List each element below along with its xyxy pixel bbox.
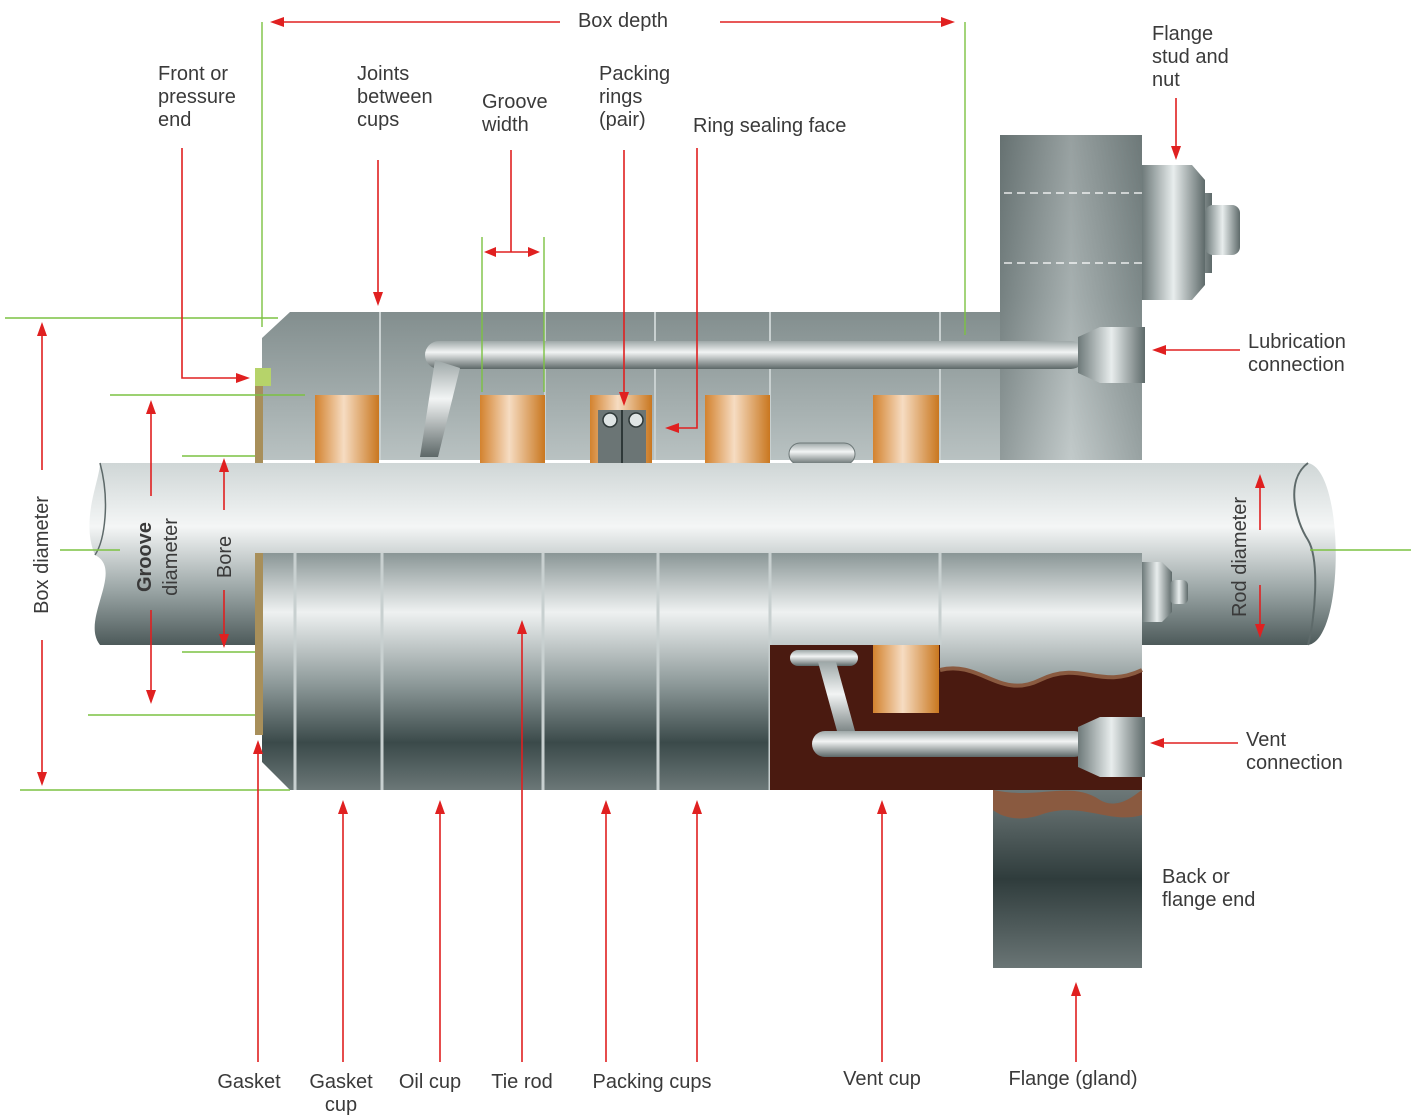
flange-stud-and-nut	[1142, 165, 1240, 300]
label-joints-2: between	[357, 86, 433, 108]
gasket-upper	[255, 385, 263, 465]
label-tie-rod: Tie rod	[491, 1071, 553, 1093]
lubrication-pipe	[420, 327, 1145, 457]
guide-lines	[5, 22, 1411, 791]
flange-gland	[993, 790, 1142, 968]
label-packing-rings-2: rings	[599, 86, 642, 108]
label-joints-1: Joints	[357, 63, 409, 85]
label-gasket-cup-1: Gasket	[309, 1071, 373, 1093]
label-oil-cup: Oil cup	[399, 1071, 461, 1093]
upper-housing	[262, 135, 1142, 460]
label-back-end-1: Back or	[1162, 866, 1230, 888]
label-joints-3: cups	[357, 109, 399, 131]
gasket-marker	[255, 368, 271, 386]
label-groove-width-1: Groove	[482, 91, 548, 113]
label-groove-diameter-1: Groove	[134, 522, 156, 592]
labels: Box depth Flange stud and nut Front or p…	[31, 10, 1346, 1116]
label-vent-connection-2: connection	[1246, 752, 1343, 774]
label-gasket-cup-2: cup	[325, 1094, 357, 1116]
label-flange-gland: Flange (gland)	[1009, 1068, 1138, 1090]
label-rod-diameter: Rod diameter	[1229, 497, 1251, 617]
label-flange-stud-2: stud and	[1152, 46, 1229, 68]
arrows	[37, 17, 1265, 1062]
label-front-end-2: pressure	[158, 86, 236, 108]
label-bore: Bore	[214, 536, 236, 578]
packing-rings-upper	[315, 395, 939, 466]
label-groove-width-2: width	[481, 114, 529, 136]
gasket-lower	[255, 553, 263, 735]
lower-stud	[1142, 562, 1188, 622]
label-flange-stud-3: nut	[1152, 69, 1180, 91]
label-groove-diameter-2: diameter	[160, 518, 182, 596]
label-flange-stud-1: Flange	[1152, 23, 1213, 45]
label-packing-rings-3: (pair)	[599, 109, 646, 131]
label-front-end-3: end	[158, 109, 191, 131]
label-gasket: Gasket	[217, 1071, 281, 1093]
label-vent-cup: Vent cup	[843, 1068, 921, 1090]
label-box-depth: Box depth	[578, 10, 668, 32]
label-packing-rings-1: Packing	[599, 63, 670, 85]
label-back-end-2: flange end	[1162, 889, 1255, 911]
label-ring-sealing-face: Ring sealing face	[693, 115, 846, 137]
vent-cup-cutaway	[770, 645, 1145, 790]
label-vent-connection-1: Vent	[1246, 729, 1286, 751]
label-packing-cups: Packing cups	[593, 1071, 712, 1093]
label-box-diameter: Box diameter	[31, 496, 53, 614]
label-lubrication-2: connection	[1248, 354, 1345, 376]
label-front-end-1: Front or	[158, 63, 228, 85]
label-lubrication-1: Lubrication	[1248, 331, 1346, 353]
